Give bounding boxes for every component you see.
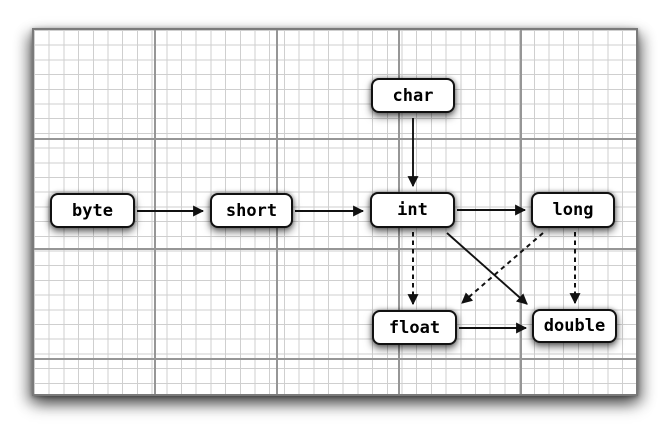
node-short: short xyxy=(210,193,293,228)
node-short-label: short xyxy=(225,200,278,221)
node-char: char xyxy=(371,78,455,113)
node-double: double xyxy=(532,309,617,343)
node-float-label: float xyxy=(388,317,441,338)
edge-long-float xyxy=(461,232,544,304)
node-byte: byte xyxy=(50,193,135,228)
node-byte-label: byte xyxy=(72,200,113,221)
node-float: float xyxy=(372,310,457,345)
node-int: int xyxy=(370,192,455,228)
node-long-label: long xyxy=(552,200,594,220)
node-char-label: char xyxy=(392,85,434,106)
edge-int-double xyxy=(446,232,528,305)
node-long: long xyxy=(531,192,615,228)
node-int-label: int xyxy=(397,200,428,220)
node-double-label: double xyxy=(543,316,606,336)
